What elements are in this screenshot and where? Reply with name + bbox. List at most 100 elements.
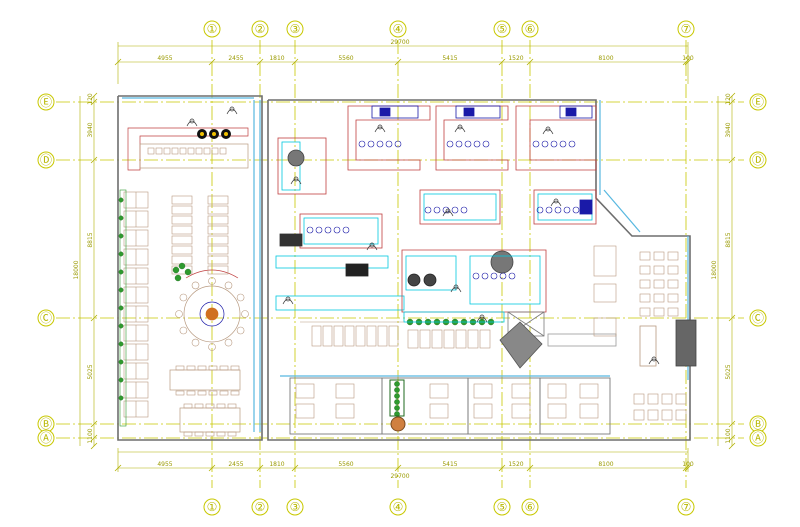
axis-row-d-left: Ⓓ [40,153,52,167]
chair [171,147,179,155]
chair [187,147,195,155]
bottom-planter [389,379,406,432]
equipment [385,140,393,148]
table [207,235,229,245]
booth [479,329,491,349]
dim-tick [728,92,736,100]
figure-symbol [290,178,302,185]
table [667,307,679,317]
table [429,403,449,419]
plant [118,215,124,221]
dim-tick [90,156,98,164]
axis-row-c-left: Ⓒ [40,311,52,325]
equipment [472,272,480,280]
chair [208,343,216,351]
axis-row-d-right: Ⓓ [752,153,764,167]
equipment [568,140,576,148]
chair [197,390,207,396]
dim-tick [728,434,736,442]
round-table-chairs [175,277,249,351]
table [639,293,651,303]
table [675,409,687,421]
equipment [358,140,366,148]
figure-head [377,124,383,130]
table [207,265,229,275]
table [473,403,493,419]
axis-row-e-right: Ⓔ [752,95,764,109]
plant [118,269,124,275]
chair [147,147,155,155]
kitchen-equipment-dots [306,140,580,280]
table [639,307,651,317]
chair [183,403,193,409]
dim-tick [498,464,506,472]
table [429,383,449,399]
equipment [541,140,549,148]
booth [377,325,388,347]
chair [183,431,193,437]
equipment [563,206,571,214]
plant [184,268,192,276]
equipment [508,272,516,280]
chair [179,326,188,335]
chair [216,431,226,437]
dim-tick [114,464,122,472]
table [171,245,193,255]
service-zone [499,311,697,369]
bottom-room-tables [295,383,599,419]
dim-bottom-4: 5415 [442,461,457,468]
table [667,265,679,275]
kitchen-area [275,105,597,323]
equipment [499,272,507,280]
axis-col-7-bottom: ⑦ [681,500,692,514]
axis-row-b-left: Ⓑ [40,417,52,431]
equipment [545,206,553,214]
dim-tick [90,92,98,100]
plant [118,233,124,239]
figure-symbol [454,126,466,133]
equipment [550,140,558,148]
figure-symbol [226,108,238,115]
figure-head [285,296,291,302]
chair [203,147,211,155]
equipment [532,140,540,148]
chair [208,390,218,396]
dim-top-6: 8100 [598,55,613,62]
chair [175,365,185,371]
figure-head [453,284,459,290]
chair [191,281,200,290]
dim-tick [526,58,534,66]
equipment [464,140,472,148]
table [171,225,193,235]
equipment [451,206,459,214]
booth [333,325,344,347]
chair [236,293,245,302]
chair [155,147,163,155]
plant [118,395,124,401]
figure-symbol [648,358,660,365]
dim-bottom-6: 8100 [598,461,613,468]
table [653,307,665,317]
axis-col-2-bottom: ② [255,500,266,514]
figure-symbol [550,200,562,207]
equipment [482,140,490,148]
chair [205,403,215,409]
table [633,393,645,405]
figure-symbols [186,106,660,365]
figure-head [293,176,299,182]
figure-head [189,118,195,124]
table [667,293,679,303]
equipment [559,140,567,148]
chair [186,390,196,396]
chair [216,403,226,409]
dim-tick [90,98,98,106]
left-table-grid [147,147,240,437]
axis-col-2-top: ② [255,22,266,36]
table [335,403,355,419]
axis-col-3-top: ③ [290,22,301,36]
axis-col-7-top: ⑦ [681,22,692,36]
dim-tick [728,314,736,322]
dim-tick [394,58,402,66]
dim-total-top: 29700 [390,39,409,46]
